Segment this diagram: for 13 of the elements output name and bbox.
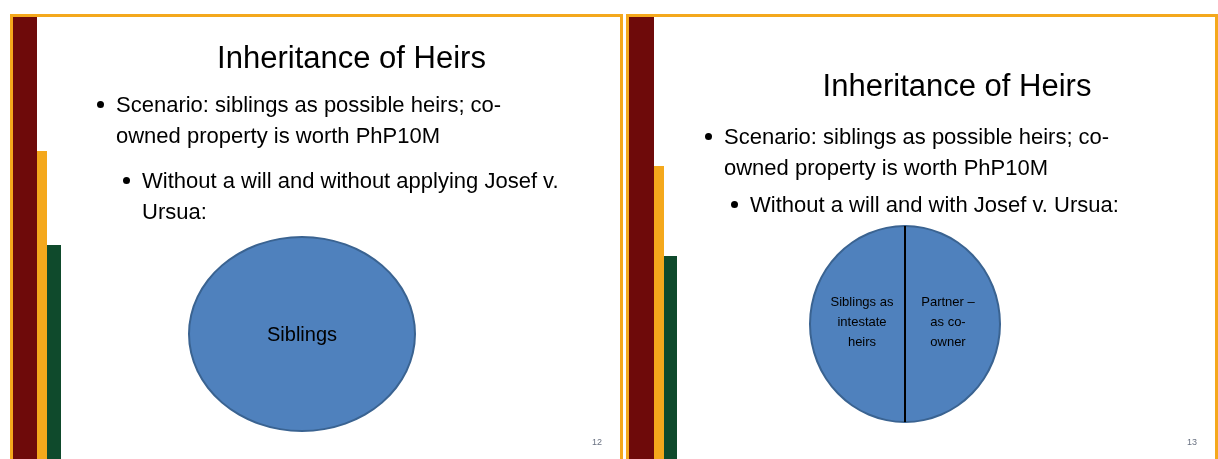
sub-bullet-text: Without a will and without applying Josef v. Ursua: <box>142 167 560 226</box>
page-number: 13 <box>1187 435 1197 449</box>
slide-title: Inheritance of Heirs <box>216 39 487 77</box>
page-number: 12 <box>592 435 602 449</box>
sub-bullet-text: Without a will and with Josef v. Ursua: <box>750 191 1119 219</box>
shape-label: Siblings <box>266 322 337 347</box>
slide-title: Inheritance of Heirs <box>821 67 1093 105</box>
segment-label: Siblings as intestate heirs <box>829 293 895 351</box>
bullet-text: Scenario: siblings as possible heirs; co-owned property is worth PhP10M <box>724 123 1111 182</box>
slide-panel <box>10 14 623 459</box>
slide-panel <box>626 14 1218 459</box>
bullet-text: Scenario: siblings as possible heirs; co-owned property is worth PhP10M <box>116 91 503 150</box>
segment-label: Partner – as co-owner <box>920 293 976 351</box>
